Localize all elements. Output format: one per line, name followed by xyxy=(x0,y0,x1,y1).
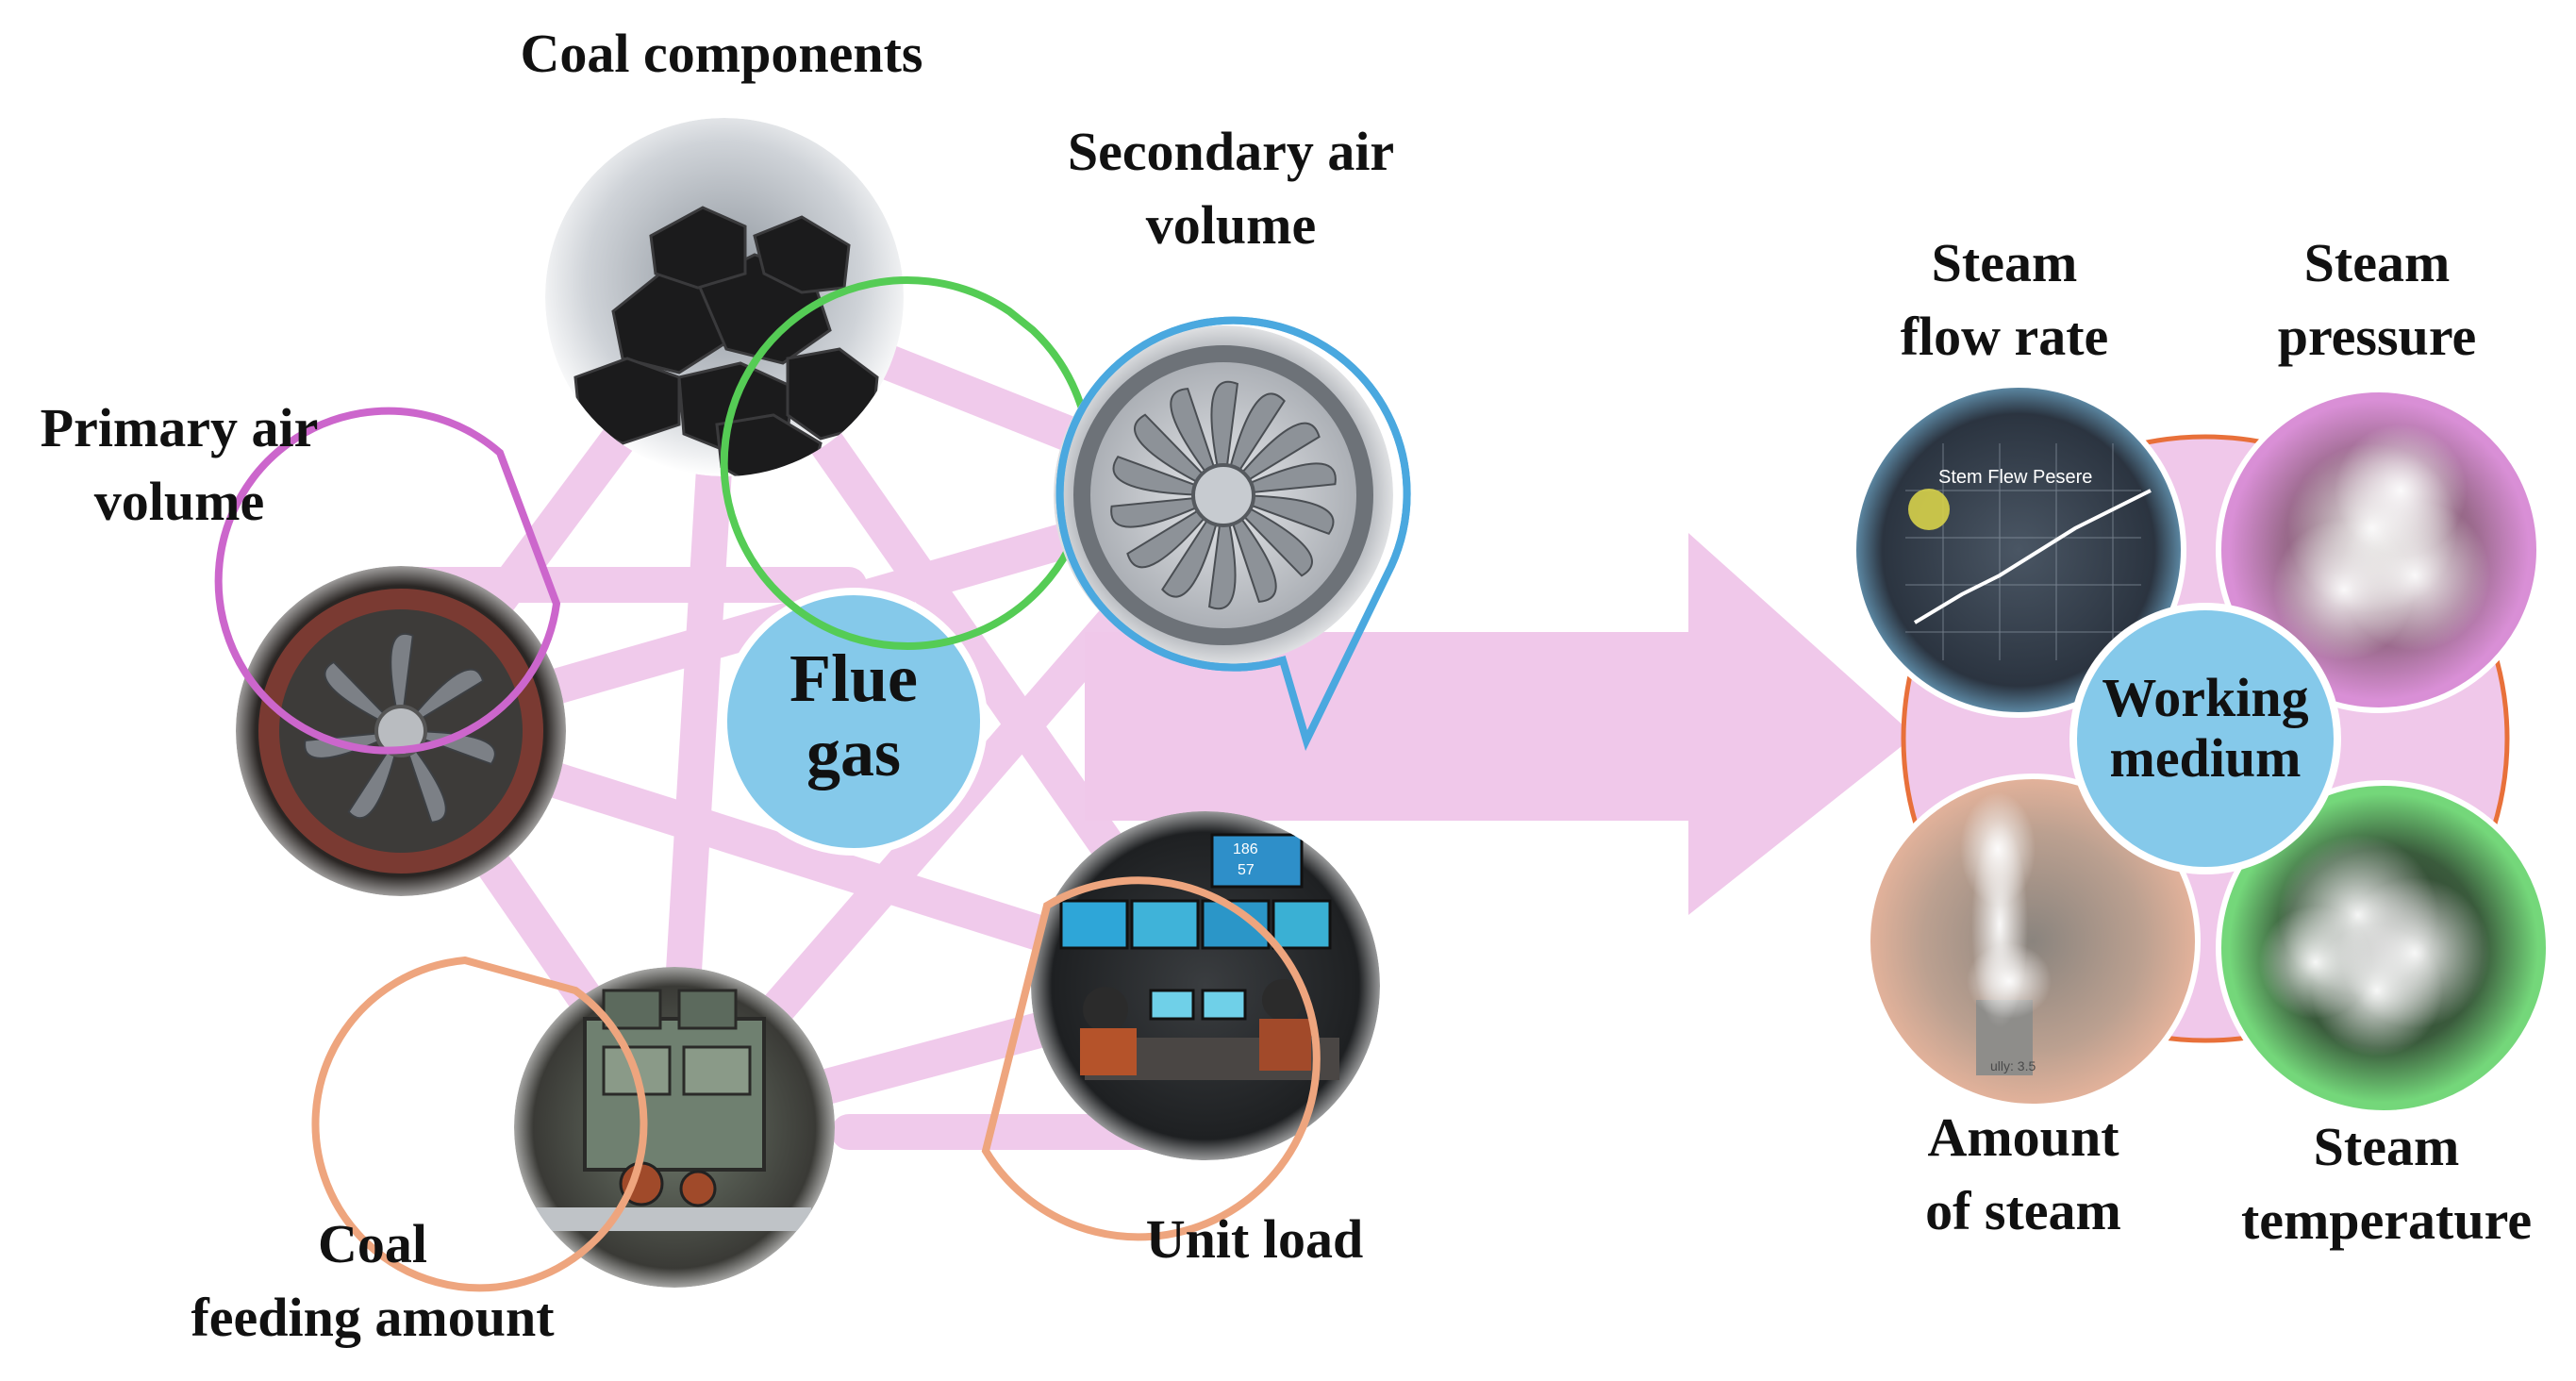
coal-feeding-label: Coal feeding amount xyxy=(160,1207,585,1355)
secondary-air-node xyxy=(1054,316,1411,752)
nozzle-text: ully: 3.5 xyxy=(1990,1058,2036,1073)
flue-gas-line1: Flue xyxy=(789,641,918,716)
secondary-air-label: Secondary air volume xyxy=(1033,115,1429,262)
flue-gas-node xyxy=(720,588,988,856)
steam-temperature-line1: Steam xyxy=(2313,1116,2460,1177)
main-arrow xyxy=(1085,533,1915,915)
working-medium-circle xyxy=(2069,603,2341,874)
monitor-value-2: 57 xyxy=(1238,862,1255,878)
amount-of-steam-line1: Amount xyxy=(1927,1106,2119,1168)
steam-pressure-node xyxy=(2216,387,2542,713)
amount-of-steam-line2: of steam xyxy=(1925,1180,2121,1241)
steam-flow-rate-node: Stem Flew Pesere xyxy=(1851,382,2186,718)
feeding-teardrop-outline xyxy=(311,956,648,1292)
primary-air-node xyxy=(214,407,566,896)
secondary-air-line1: Secondary air xyxy=(1067,121,1395,182)
secondary-fan-hub xyxy=(1191,463,1255,527)
steam-pressure-line1: Steam xyxy=(2303,232,2451,293)
steam-pressure-label: Steam pressure xyxy=(2226,226,2528,374)
secondary-air-line2: volume xyxy=(1145,194,1317,256)
flue-gas-label: Flue gas xyxy=(740,641,967,790)
coal-components-node xyxy=(545,118,1094,650)
working-medium-label: Working medium xyxy=(2073,668,2337,789)
primary-air-line1: Primary air xyxy=(40,397,319,458)
steam-pressure-line2: pressure xyxy=(2277,306,2477,367)
primary-air-label: Primary air volume xyxy=(9,391,349,539)
coal-components-label: Coal components xyxy=(472,17,972,91)
unit-load-line1: Unit load xyxy=(1145,1208,1364,1270)
amount-of-steam-node: ully: 3.5 xyxy=(1865,774,2201,1109)
steam-temperature-node xyxy=(2216,780,2551,1116)
arrow-shape xyxy=(1085,533,1915,915)
flue-gas-circle xyxy=(720,588,988,856)
secondary-fan-rim xyxy=(1073,345,1373,645)
amount-of-steam-label: Amount of steam xyxy=(1868,1101,2179,1248)
steam-flow-rate-line2: flow rate xyxy=(1900,306,2109,367)
feeder-machine-image xyxy=(528,989,811,1231)
working-medium-cluster: Stem Flew Pesere ully: 3.5 xyxy=(1851,382,2551,1116)
working-medium-line2: medium xyxy=(2109,726,2302,789)
steam-temperature-label: Steam temperature xyxy=(2207,1110,2566,1257)
control-room-image xyxy=(1059,833,1339,1080)
unit-load-teardrop-outline xyxy=(981,876,1321,1241)
coal-feeding-line1: Coal xyxy=(318,1213,427,1274)
unit-load-node: 186 57 xyxy=(981,811,1380,1241)
steam-temperature-line2: temperature xyxy=(2240,1190,2533,1251)
steam-flow-rate-line1: Steam xyxy=(1931,232,2078,293)
coal-components-line1: Coal components xyxy=(520,23,923,84)
primary-fan-hub xyxy=(374,705,427,757)
flue-gas-line2: gas xyxy=(806,715,902,791)
working-medium-line1: Working xyxy=(2102,667,2309,728)
primary-teardrop-outline xyxy=(214,407,561,755)
monitor-value-1: 186 xyxy=(1233,841,1258,857)
steam-chart-title: Stem Flew Pesere xyxy=(1938,467,2092,488)
unit-load-label: Unit load xyxy=(1104,1203,1405,1276)
coal-feeding-node xyxy=(311,956,835,1292)
primary-air-line2: volume xyxy=(93,471,265,532)
coal-feeding-line2: feeding amount xyxy=(191,1287,555,1348)
steam-flow-rate-label: Steam flow rate xyxy=(1849,226,2160,374)
control-room-bg xyxy=(1031,811,1380,1160)
